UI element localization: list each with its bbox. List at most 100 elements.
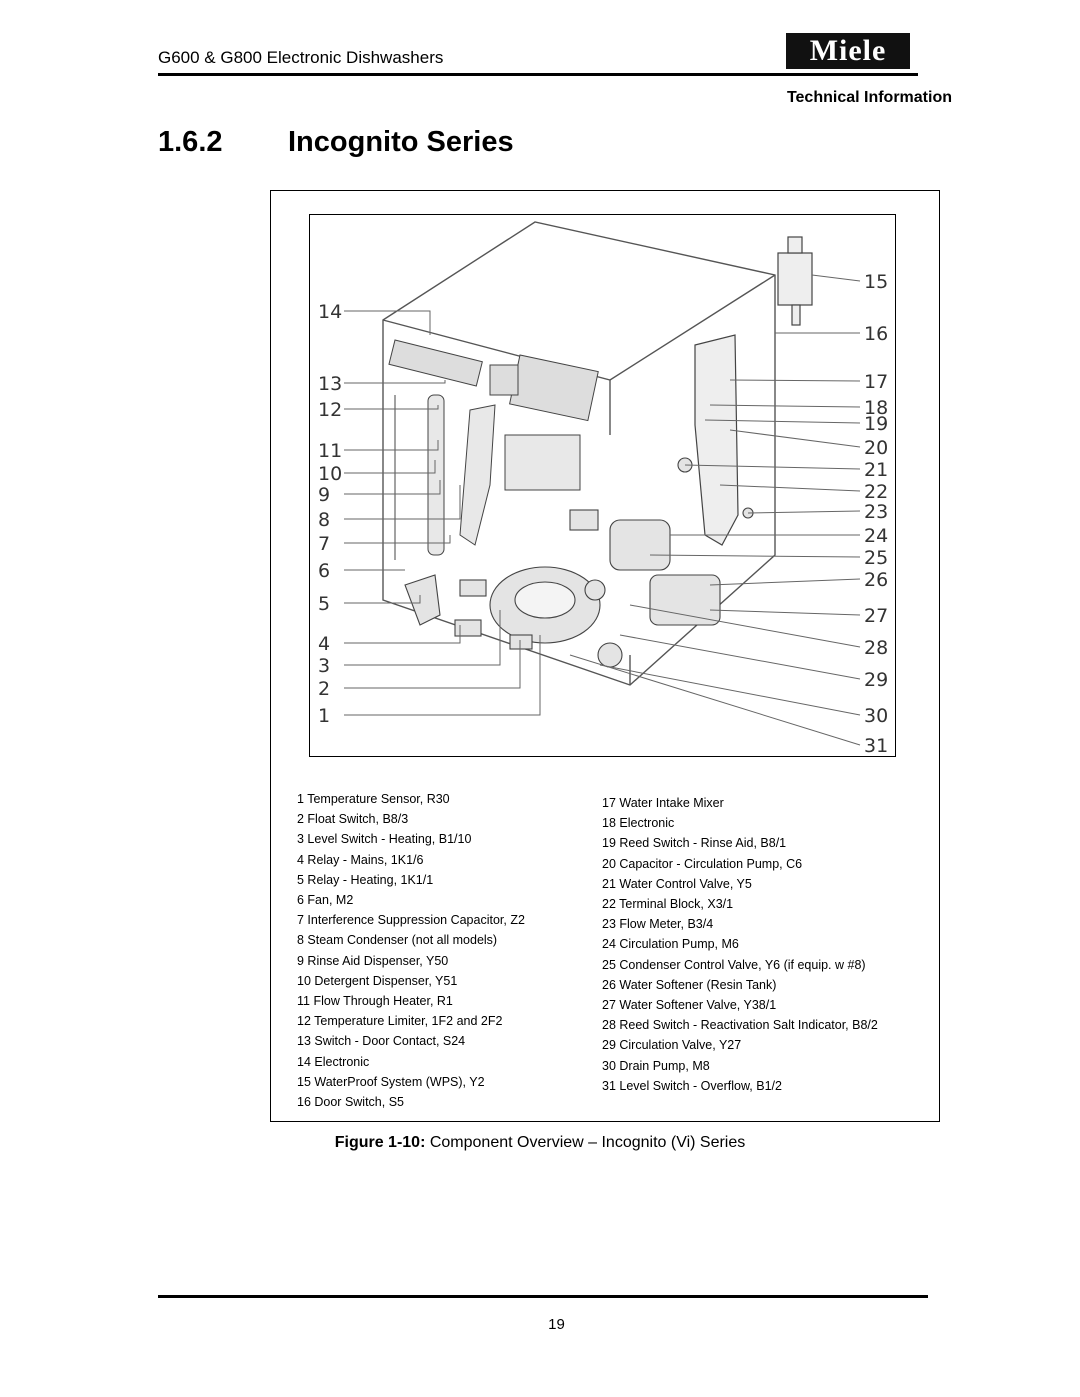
document-header-title: G600 & G800 Electronic Dishwashers bbox=[158, 48, 444, 67]
waterproof-system-valve bbox=[777, 252, 813, 306]
wps-hose-fitting bbox=[791, 304, 801, 326]
legend-item: 11 Flow Through Heater, R1 bbox=[297, 994, 453, 1009]
main-electronic-board bbox=[509, 354, 599, 422]
leader-line bbox=[344, 610, 501, 666]
relay-heating bbox=[459, 579, 487, 597]
detergent-dispenser bbox=[504, 434, 581, 491]
callout-number: 23 bbox=[864, 501, 888, 523]
leader-line bbox=[747, 510, 861, 514]
legend-item: 29 Circulation Valve, Y27 bbox=[602, 1038, 742, 1053]
wps-connector bbox=[787, 236, 803, 254]
steam-condenser bbox=[459, 404, 496, 546]
legend-item: 31 Level Switch - Overflow, B1/2 bbox=[602, 1078, 782, 1093]
bracket bbox=[404, 574, 441, 626]
control-electronic bbox=[388, 339, 483, 387]
leader-line bbox=[344, 460, 436, 474]
figure-caption: Figure 1-10: Component Overview – Incogn… bbox=[0, 1134, 1080, 1152]
legend-item: 7 Interference Suppression Capacitor, Z2 bbox=[297, 913, 525, 928]
legend-item: 15 WaterProof System (WPS), Y2 bbox=[297, 1074, 485, 1089]
leader-line bbox=[344, 405, 439, 410]
legend-item: 10 Detergent Dispenser, Y51 bbox=[297, 973, 458, 988]
callout-number: 29 bbox=[864, 669, 888, 691]
leader-line bbox=[811, 274, 861, 282]
callout-number: 15 bbox=[864, 271, 888, 293]
figure-caption-text: Component Overview – Incognito (Vi) Seri… bbox=[425, 1134, 746, 1151]
callout-number: 21 bbox=[864, 459, 888, 481]
callout-number: 11 bbox=[318, 440, 342, 462]
callout-number: 1 bbox=[318, 705, 330, 727]
leader-line bbox=[729, 379, 861, 382]
sump-filter bbox=[514, 581, 576, 619]
callout-number: 5 bbox=[318, 593, 330, 615]
section-label: Technical Information bbox=[786, 89, 952, 106]
legend-item: 28 Reed Switch - Reactivation Salt Indic… bbox=[602, 1018, 878, 1033]
float-switch bbox=[509, 634, 533, 650]
legend-item: 26 Water Softener (Resin Tank) bbox=[602, 977, 777, 992]
leader-line bbox=[344, 480, 441, 495]
callout-number: 24 bbox=[864, 525, 888, 547]
callout-number: 16 bbox=[864, 323, 888, 345]
callout-number: 7 bbox=[318, 533, 330, 555]
callout-number: 6 bbox=[318, 560, 330, 582]
callout-number: 4 bbox=[318, 633, 330, 655]
leader-line bbox=[344, 635, 541, 716]
miele-logo: Miele bbox=[786, 33, 910, 69]
legend-item: 30 Drain Pump, M8 bbox=[602, 1058, 710, 1073]
leader-line bbox=[704, 419, 861, 424]
callout-number: 14 bbox=[318, 301, 342, 323]
legend-item: 9 Rinse Aid Dispenser, Y50 bbox=[297, 953, 449, 968]
leader-line bbox=[719, 484, 861, 492]
door-contact-switch bbox=[489, 364, 519, 396]
callout-number: 12 bbox=[318, 399, 342, 421]
footer-rule bbox=[158, 1295, 928, 1298]
callout-number: 30 bbox=[864, 705, 888, 727]
water-softener bbox=[649, 574, 721, 626]
legend-item: 18 Electronic bbox=[602, 816, 675, 831]
figure-frame bbox=[270, 190, 940, 1122]
circulation-valve bbox=[584, 579, 606, 601]
callout-number: 20 bbox=[864, 437, 888, 459]
section-title: Incognito Series bbox=[288, 126, 514, 158]
leader-line bbox=[599, 664, 861, 716]
legend-item: 24 Circulation Pump, M6 bbox=[602, 937, 739, 952]
drain-pump bbox=[597, 642, 623, 668]
leader-line bbox=[709, 578, 861, 586]
callout-number: 9 bbox=[318, 484, 330, 506]
leader-line bbox=[344, 380, 446, 384]
leader-line bbox=[569, 654, 861, 746]
callout-number: 18 bbox=[864, 397, 888, 419]
legend-item: 5 Relay - Heating, 1K1/1 bbox=[297, 872, 434, 887]
circulation-pump bbox=[609, 519, 671, 571]
callout-number: 17 bbox=[864, 371, 888, 393]
leader-line bbox=[619, 634, 861, 680]
legend-item: 6 Fan, M2 bbox=[297, 893, 354, 908]
leader-line bbox=[729, 429, 861, 448]
legend-item: 23 Flow Meter, B3/4 bbox=[602, 917, 714, 932]
relay-mains bbox=[454, 619, 482, 637]
cabinet-outline bbox=[382, 221, 776, 686]
leader-line bbox=[709, 609, 861, 616]
callout-number: 19 bbox=[864, 413, 888, 435]
leader-line bbox=[344, 535, 451, 544]
leader-line bbox=[344, 640, 521, 689]
leader-line bbox=[629, 604, 861, 648]
leader-line bbox=[344, 625, 461, 644]
leader-line bbox=[709, 404, 861, 408]
leader-line bbox=[344, 485, 461, 520]
legend-item: 4 Relay - Mains, 1K1/6 bbox=[297, 852, 424, 867]
legend-item: 14 Electronic bbox=[297, 1054, 370, 1069]
section-number: 1.6.2 bbox=[158, 126, 223, 158]
legend-item: 25 Condenser Control Valve, Y6 (if equip… bbox=[602, 957, 866, 972]
callout-number: 28 bbox=[864, 637, 888, 659]
header-rule bbox=[158, 73, 918, 76]
leader-line bbox=[649, 554, 861, 558]
callout-number: 13 bbox=[318, 373, 342, 395]
water-intake-mixer bbox=[694, 334, 739, 546]
legend-item: 13 Switch - Door Contact, S24 bbox=[297, 1034, 466, 1049]
leader-line bbox=[684, 464, 861, 470]
legend-item: 1 Temperature Sensor, R30 bbox=[297, 792, 450, 806]
callout-number: 27 bbox=[864, 605, 888, 627]
leader-line bbox=[344, 595, 421, 604]
